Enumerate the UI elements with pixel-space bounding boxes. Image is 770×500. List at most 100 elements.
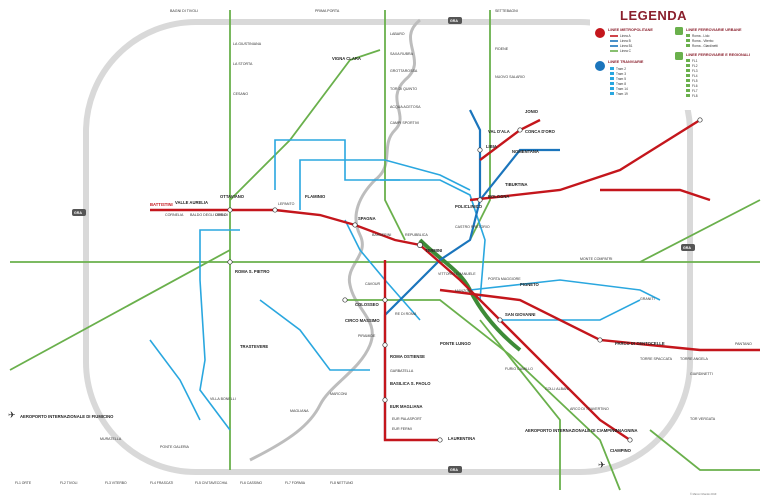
station-label-giardinetti: GIARDINETTI <box>690 372 713 376</box>
legend-item-rail-lido: Roma - Lido <box>692 34 710 38</box>
station-label-manzoni: MANZONI <box>455 289 472 293</box>
bottom-label-fl5: FL5 CIVITAVECCHIA <box>195 481 228 485</box>
station-label-nomentana: NOMENTANA <box>512 149 539 154</box>
station-label-garbatella: GARBATELLA <box>390 369 414 373</box>
station-label-eur-fermi: EUR FERMI <box>392 427 412 431</box>
rail-lines <box>9 10 761 491</box>
station-label-acqua-acetosa: ACQUA ACETOSA <box>390 105 421 109</box>
station-label-cavour: CAVOUR <box>365 282 381 286</box>
station-dot-san-giovanni[interactable] <box>497 317 503 323</box>
station-label-colli-albani: COLLI ALBANI <box>545 387 569 391</box>
station-label-pigneto: PIGNETO <box>520 282 540 287</box>
station-dot-roma-san-pietro[interactable] <box>227 259 233 265</box>
station-label-vigna-clara: VIGNA CLARA <box>332 56 361 61</box>
station-dot-anagnina[interactable] <box>627 437 633 443</box>
bottom-label-fl1: FL1 ORTE <box>15 481 32 485</box>
station-label-furio-camillo: FURIO CAMILLO <box>505 367 533 371</box>
bottom-line-labels: FL1 ORTE FL2 TIVOLI FL3 VITERBO FL4 FRAS… <box>15 481 354 485</box>
station-label-libia: LIBIA <box>486 144 497 149</box>
station-label-val-dala: VAL D'ALA <box>488 129 510 134</box>
gra-label-west: GRA <box>74 211 82 215</box>
station-label-ottaviano: OTTAVIANO <box>220 194 245 199</box>
station-dot-colosseo[interactable] <box>382 297 388 303</box>
station-dot-termini[interactable] <box>417 242 423 248</box>
station-label-basilica-san-paolo: BASILICA S. PAOLO <box>390 381 431 386</box>
station-label-piramide: PIRAMIDE <box>358 334 376 338</box>
station-dot-trastevere[interactable] <box>342 297 348 303</box>
station-dot-parco-centocelle[interactable] <box>597 337 603 343</box>
station-label-conca-doro: CONCA D'ORO <box>525 129 556 134</box>
rail-line-south-east <box>345 299 621 491</box>
station-label-tor-vergata: TOR VERGATA <box>690 417 716 421</box>
station-label-torre-spaccata: TORRE SPACCATA <box>640 357 673 361</box>
station-dot-ottaviano[interactable] <box>227 207 233 213</box>
station-dot-conca-doro[interactable] <box>517 127 523 133</box>
station-label-cesano: CESANO <box>233 92 248 96</box>
station-dot-spagna[interactable] <box>352 222 358 228</box>
station-label-ciampino: CIAMPINO <box>610 448 632 453</box>
legend-item-fl4: FL4 <box>692 74 698 78</box>
metro-line-a <box>150 208 631 441</box>
station-label-roma-ostiense: ROMA OSTIENSE <box>390 354 425 359</box>
station-label-saxa-rubra: SAXA RUBRA <box>390 52 414 56</box>
gra-markers: GRA GRA GRA GRA <box>72 17 695 473</box>
station-label-arco-travertino: ARCO DI TRAVERTINO <box>570 407 609 411</box>
station-label-lepanto: LEPANTO <box>278 202 295 206</box>
station-dot-laurentina[interactable] <box>437 437 443 443</box>
station-labels: VALLE AURELIA OTTAVIANO LEPANTO FLAMINIO… <box>20 9 752 453</box>
station-label-policlinico: POLICLINICO <box>455 204 483 209</box>
metro-line-b-east <box>600 188 711 202</box>
station-label-settebagni: SETTEBAGNI <box>495 9 518 13</box>
copyright: © Marco Orlando 2019 <box>690 492 717 496</box>
legend-item-fl7: FL7 <box>692 89 698 93</box>
station-label-valle-aurelia: VALLE AURELIA <box>175 200 208 205</box>
tram-line-14 <box>380 179 641 321</box>
legend-heading-metro: LINEE METROPOLITANE <box>608 28 653 32</box>
legend-item-fl2: FL2 <box>692 64 698 68</box>
legend-heading-rail-urban: LINEE FERROVIARIE URBANE <box>686 28 742 32</box>
station-label-pantano: PANTANO <box>735 342 752 346</box>
station-label-graniti: GRANITI <box>640 297 655 301</box>
station-dot-libia[interactable] <box>477 147 483 153</box>
legend-item-fl3: FL3 <box>692 69 698 73</box>
station-label-spagna: SPAGNA <box>358 216 376 221</box>
legend-item-fl5: FL5 <box>692 79 698 83</box>
station-label-bagni-di-tivoli: BAGNI DI TIVOLI <box>170 9 198 13</box>
station-label-magliana: MAGLIANA <box>290 409 309 413</box>
legend-item-tram-8: Tram 8 <box>616 82 626 86</box>
station-dot-bologna[interactable] <box>477 197 483 203</box>
station-label-campi-sportivi: CAMPI SPORTIVI <box>390 121 419 125</box>
station-label-nuovo-salario: NUOVO SALARIO <box>495 75 525 79</box>
gra-marker-south <box>448 466 462 473</box>
station-dot-eur-magliana[interactable] <box>382 397 388 403</box>
station-dot-lepanto[interactable] <box>272 207 278 213</box>
legend-item-metro-c: Linea C <box>620 49 632 53</box>
station-label-termini: TERMINI <box>425 248 442 253</box>
legend-item-tram-3: Tram 3 <box>616 72 626 76</box>
plane-icon-ciampino: ✈ <box>598 461 606 471</box>
gra-label-south: GRA <box>450 468 458 472</box>
station-label-la-storta: LA STORTA <box>233 62 253 66</box>
station-label-la-giustiniana: LA GIUSTINIANA <box>233 42 262 46</box>
station-label-villa-bonelli: VILLA BONELLI <box>210 397 236 401</box>
station-label-castro-pretorio: CASTRO PRETORIO <box>455 225 490 229</box>
rail-line-viterbo <box>384 10 406 241</box>
station-dot-piramide[interactable] <box>382 342 388 348</box>
station-label-marconi: MARCONI <box>330 392 347 396</box>
station-dot-rebibbia[interactable] <box>697 117 703 123</box>
station-label-roma-san-pietro: ROMA S. PIETRO <box>235 269 270 274</box>
river-tiber <box>249 18 421 462</box>
station-label-laurentina: LAURENTINA <box>448 436 475 441</box>
station-label-parco-centocelle: PARCO DI CENTOCELLE <box>615 341 665 346</box>
legend-item-metro-b: Linea B <box>620 39 631 43</box>
station-label-grottarossa: GROTTAROSSA <box>390 69 418 73</box>
station-label-san-giovanni: SAN GIOVANNI <box>505 312 535 317</box>
station-label-tiburtina: TIBURTINA <box>505 182 528 187</box>
station-label-trastevere: TRASTEVERE <box>240 344 268 349</box>
bottom-label-fl3: FL3 VITERBO <box>105 481 127 485</box>
rail-line-tivoli <box>639 199 761 263</box>
station-label-circo-massimo: CIRCO MASSIMO <box>345 318 380 323</box>
legend-item-tram-19: Tram 19 <box>616 92 628 96</box>
legend-item-metro-a: Linea A <box>620 34 632 38</box>
